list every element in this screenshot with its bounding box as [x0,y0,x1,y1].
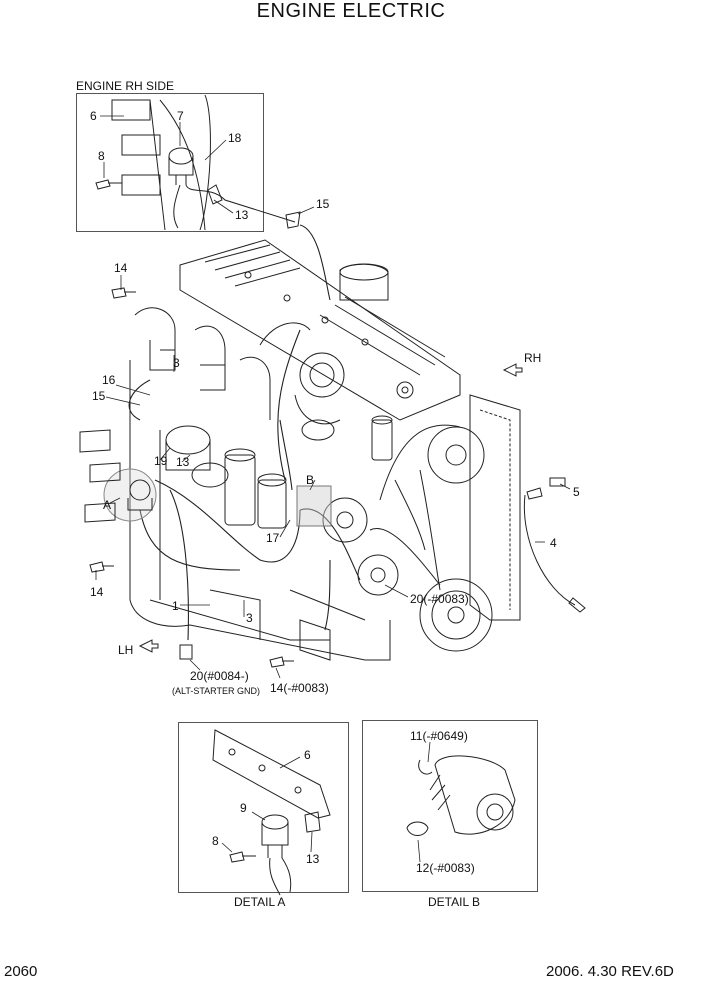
callout-15-top: 15 [316,197,330,211]
callout-15-mid: 15 [92,389,106,403]
alt-starter-gnd-note: (ALT-STARTER GND) [172,686,261,696]
detail-b-caption: DETAIL B [428,895,481,909]
callout-17: 17 [266,531,280,545]
page-title: ENGINE ELECTRIC [256,0,446,22]
detail-b-callout-11: 11(-#0649) [410,729,468,743]
callout-20-from-0084: 20(#0084-) [190,669,249,683]
callout-8-inset: 8 [98,149,105,163]
direction-rh-label: RH [524,351,542,365]
callout-3-top: 3 [173,356,180,370]
detail-b-callout-12: 12(-#0083) [416,861,475,875]
callout-3-bottom: 3 [246,611,253,625]
callout-13-mid: 13 [176,455,190,469]
inset-drawing [96,95,300,230]
detail-a-callout-13: 13 [306,852,320,866]
callout-6-inset: 6 [90,109,97,123]
callout-14-to-0083: 14(-#0083) [270,681,329,695]
inset-frame-rh-side [76,93,264,232]
page-number: 2060 [4,963,38,980]
revision-date: 2006. 4.30 REV.6D [546,963,674,980]
detail-b-frame [362,720,538,892]
inset-leaders [100,116,314,214]
detail-b-drawing [407,742,515,862]
detail-a-callout-6: 6 [304,748,311,762]
callout-13-inset: 13 [235,208,249,222]
callout-14-top: 14 [114,261,128,275]
detail-a-drawing [213,725,330,895]
engine-block [130,240,520,660]
callout-1: 1 [172,599,179,613]
main-leaders [96,275,570,678]
callout-19: 19 [154,454,168,468]
callout-14-left: 14 [90,585,104,599]
callout-16: 16 [102,373,116,387]
callout-5: 5 [573,485,580,499]
detail-a-frame [178,722,349,893]
inset-caption: ENGINE RH SIDE [76,79,175,93]
detail-a-callout-9: 9 [240,801,247,815]
callout-20-to-0083: 20(-#0083) [410,592,469,606]
direction-lh-label: LH [118,643,134,657]
callout-18: 18 [228,131,242,145]
callout-4: 4 [550,536,557,550]
detail-a-callout-8: 8 [212,834,219,848]
callout-7-inset: 7 [177,109,184,123]
callout-detail-a: A [103,498,112,512]
callout-detail-b: B [306,473,315,487]
detail-a-caption: DETAIL A [234,895,286,909]
harness [129,225,360,640]
